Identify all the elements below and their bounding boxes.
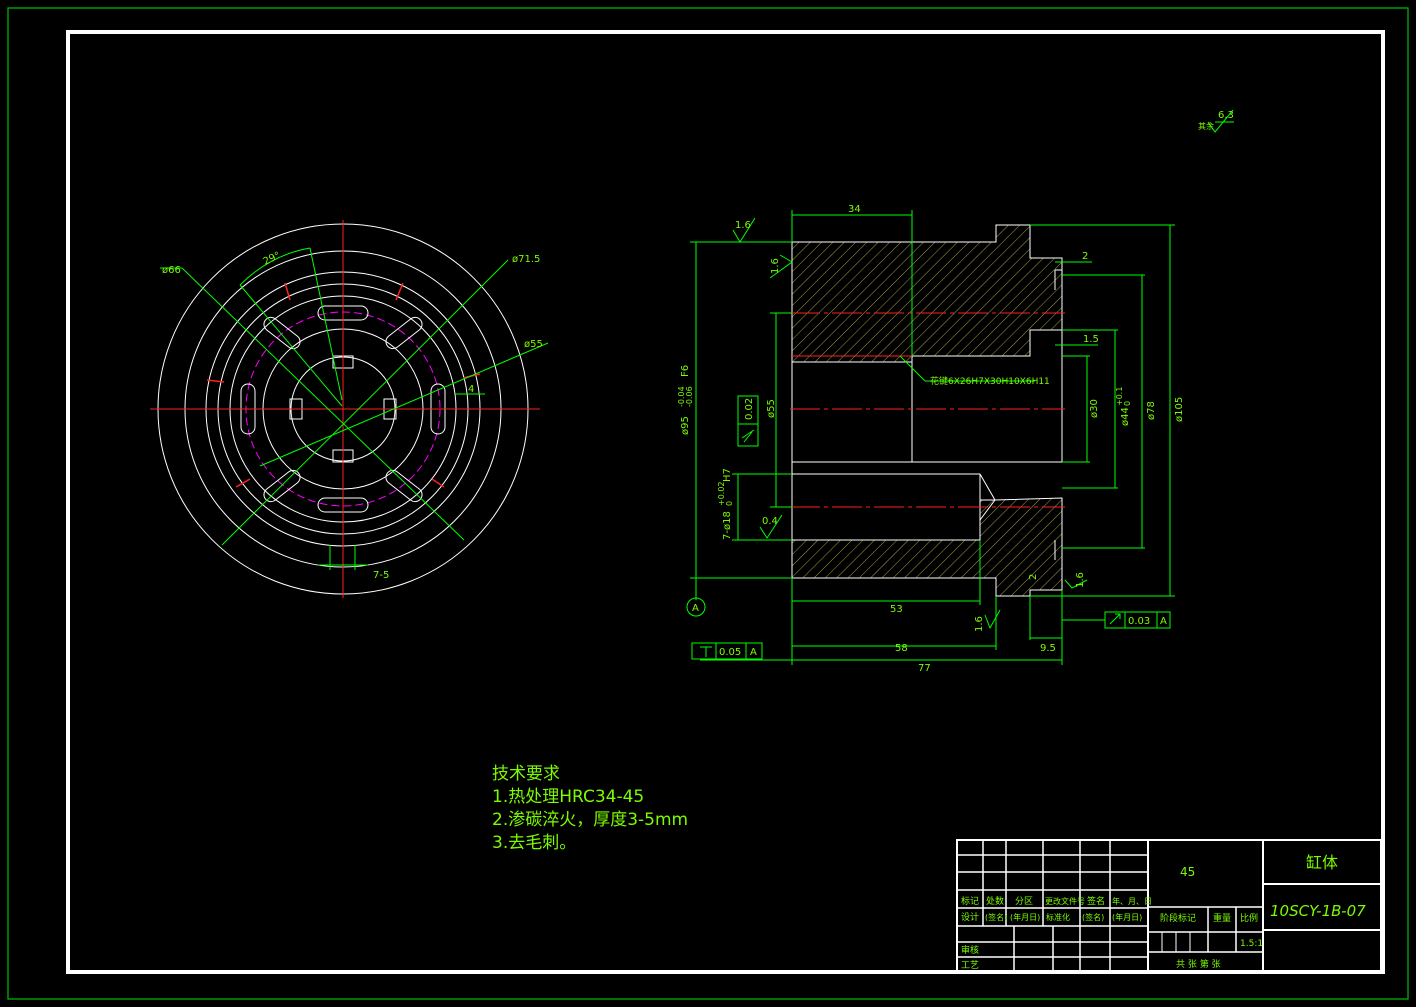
roughness-other-label: 其余	[1198, 121, 1214, 131]
dim-77: 77	[918, 663, 931, 674]
roughness-1: 1.6	[735, 220, 751, 231]
tech-item-2: 2.渗碳淬火，厚度3-5mm	[492, 810, 688, 830]
roughness-3: 0.4	[762, 516, 778, 527]
dim-d78: ø78	[1146, 401, 1157, 420]
tb-b-0: 设计	[961, 911, 979, 923]
title-block	[956, 839, 1382, 973]
title-block-text: 45 缸体 10SCY-1B-07 1.5:1 阶段标记 重量 比例 共 张 第…	[961, 853, 1366, 971]
drawing-number: 10SCY-1B-07	[1270, 902, 1366, 920]
dim-d44: ø44	[1120, 407, 1131, 426]
dim-slot: 7-5	[373, 570, 389, 581]
dim-d95-fit: F6	[680, 365, 691, 377]
stage-mark: 阶段标记	[1160, 912, 1196, 924]
dim-d71-5: ø71.5	[512, 254, 540, 265]
material: 45	[1180, 865, 1195, 879]
tb-a-1: 处数	[986, 895, 1004, 907]
part-name: 缸体	[1306, 853, 1338, 872]
weight-label: 重量	[1213, 912, 1231, 924]
tb-b-1: (签名)	[985, 912, 1007, 922]
dim-small4: 4	[468, 384, 474, 395]
tb-a-2: 分区	[1015, 896, 1033, 907]
dim-hole-fit: H7	[722, 468, 733, 482]
tb-check: 审核	[961, 944, 979, 956]
tb-b-2: (年月日)	[1010, 912, 1040, 922]
dim-hole: 7-ø18	[722, 511, 733, 540]
dim-d55: ø55	[766, 399, 777, 418]
spline-callout: 花键6X26H7X30H10X6H11	[930, 375, 1050, 387]
dim-d55-end: ø55	[524, 339, 543, 350]
frame-border	[66, 30, 1385, 974]
tech-item-1: 1.热处理HRC34-45	[492, 787, 644, 807]
dim-d95: ø95	[680, 416, 691, 435]
dim-hole-tol-lower: 0	[725, 501, 734, 506]
tb-b-4: (签名)	[1082, 912, 1104, 922]
tb-a-5: 年、月、日	[1112, 896, 1152, 906]
tech-item-3: 3.去毛刺。	[492, 833, 576, 853]
tol-runout-value: 0.03	[1128, 616, 1150, 627]
tb-a-0: 标记	[961, 895, 979, 907]
dim-d105: ø105	[1174, 397, 1185, 422]
ratio-label: 比例	[1240, 912, 1258, 924]
dim-hole-tol-upper: +0.02	[717, 481, 726, 506]
dim-1-5: 1.5	[1083, 334, 1099, 345]
tol-cyl: 0.02	[744, 398, 755, 420]
section-view: 34 53 58 77 9.5 2 1.5 2 ø95 -0.04 -0.06 …	[677, 109, 1234, 674]
end-view: ø66 ø71.5 ø55 29° 7-5 4	[150, 220, 549, 598]
tech-requirements: 技术要求 1.热处理HRC34-45 2.渗碳淬火，厚度3-5mm 3.去毛刺。	[492, 764, 688, 853]
outer-border	[7, 7, 1409, 1000]
dim-53: 53	[890, 604, 903, 615]
roughness-2: 1.6	[770, 258, 781, 274]
roughness-other-value: 6.3	[1218, 110, 1234, 121]
dim-9-5: 9.5	[1040, 643, 1056, 654]
dim-34: 34	[848, 204, 861, 215]
sheets-label: 共 张 第 张	[1176, 958, 1221, 970]
tol-perp-value: 0.05	[719, 647, 741, 658]
dim-58: 58	[895, 643, 908, 654]
dim-2-top: 2	[1082, 251, 1088, 262]
datum-a: A	[692, 603, 699, 614]
dim-d95-tol-lower: -0.06	[685, 386, 694, 407]
dim-d44-tol-lower: 0	[1123, 401, 1132, 406]
tb-b-3: 标准化	[1046, 912, 1070, 922]
dim-d66: ø66	[162, 265, 181, 276]
tb-a-4: 签名	[1087, 895, 1105, 907]
roughness-5: 1.6	[1075, 572, 1086, 588]
dim-2-bot: 2	[1028, 574, 1039, 580]
tb-a-3: 更改文件号	[1045, 896, 1085, 906]
dim-angle: 29°	[262, 250, 283, 267]
tech-title: 技术要求	[492, 764, 560, 784]
dim-d44-tol-upper: +0.1	[1115, 387, 1124, 406]
tol-perp-datum: A	[750, 647, 757, 658]
tb-b-5: (年月日)	[1112, 912, 1142, 922]
roughness-4: 1.6	[974, 616, 985, 632]
tb-craft: 工艺	[961, 960, 979, 971]
dim-d30: ø30	[1089, 399, 1100, 418]
dim-d95-tol-upper: -0.04	[677, 386, 686, 407]
tol-runout-datum: A	[1160, 616, 1167, 627]
scale: 1.5:1	[1240, 939, 1263, 949]
